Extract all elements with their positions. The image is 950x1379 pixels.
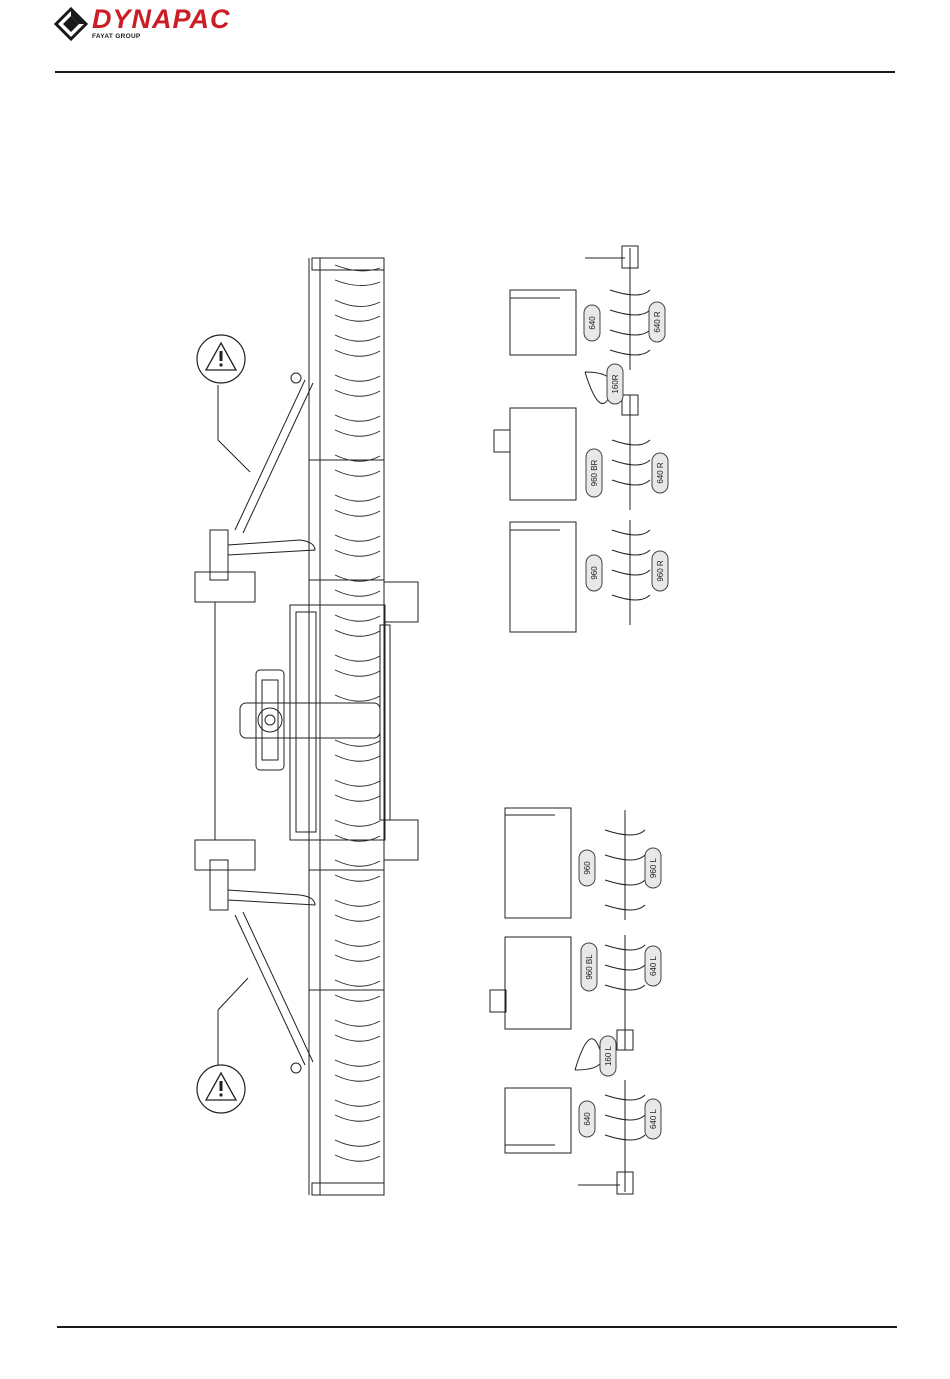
part-labels-left: 960 960 L 960 BL 640 L 160 L 640 640 L [579,848,661,1139]
part-label: 960 [583,861,592,875]
center-gearbox [240,582,418,860]
auger-frame [309,258,384,1195]
part-label: 640 [583,1112,592,1126]
part-label: 160 L [604,1045,613,1066]
part-label: 960 R [656,560,665,582]
warning-triangle-icon [197,335,245,383]
part-label: 960 L [649,857,658,878]
warning-triangle-icon [197,1065,245,1113]
footer-rule [57,1326,897,1328]
part-label: 960 BR [590,459,599,486]
parts-lower-group [490,808,645,1194]
auger-flights-upper [335,265,380,701]
mounting-arms [195,373,315,1073]
part-label: 960 BL [585,954,594,980]
part-label: 640 [588,316,597,330]
part-label: 640 L [649,1108,658,1129]
auger-flights-lower [335,740,380,1161]
part-label: 160R [611,374,620,393]
part-label: 640 R [656,462,665,484]
part-label: 960 [590,566,599,580]
part-label: 640 R [653,311,662,333]
part-label: 640 L [649,955,658,976]
part-labels-right: 640 640 R 160R 960 BR 640 R 960 960 R [584,302,668,591]
parts-upper-group [494,246,650,632]
